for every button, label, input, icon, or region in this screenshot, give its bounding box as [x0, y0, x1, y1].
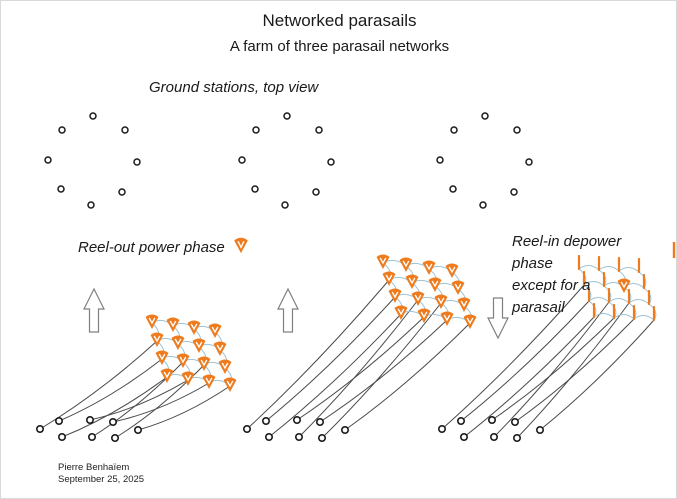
- diagram-title: Networked parasails: [262, 11, 417, 30]
- depowered-parasail-icon: [672, 241, 676, 266]
- author-name: Pierre Benhaïem: [58, 462, 130, 473]
- diagram-subtitle: A farm of three parasail networks: [229, 38, 450, 55]
- ground-stations-label: Ground stations, top view: [149, 79, 319, 96]
- reel-in-phase-text-line2: except for a: [512, 277, 591, 294]
- parasail-icon: [232, 235, 250, 259]
- reel-out-phase-label: Reel-out power phase: [78, 235, 250, 259]
- date-text: September 25, 2025: [58, 474, 145, 485]
- reel-in-phase-label: Reel-in depower phase except for a paras…: [512, 231, 676, 319]
- reel-in-phase-text-line3: parasail: [512, 299, 565, 316]
- credit-block: Pierre Benhaïem September 25, 2025: [58, 462, 144, 486]
- reel-in-phase-text: Reel-in depower phase: [512, 233, 622, 272]
- reel-out-phase-text: Reel-out power phase: [78, 238, 225, 256]
